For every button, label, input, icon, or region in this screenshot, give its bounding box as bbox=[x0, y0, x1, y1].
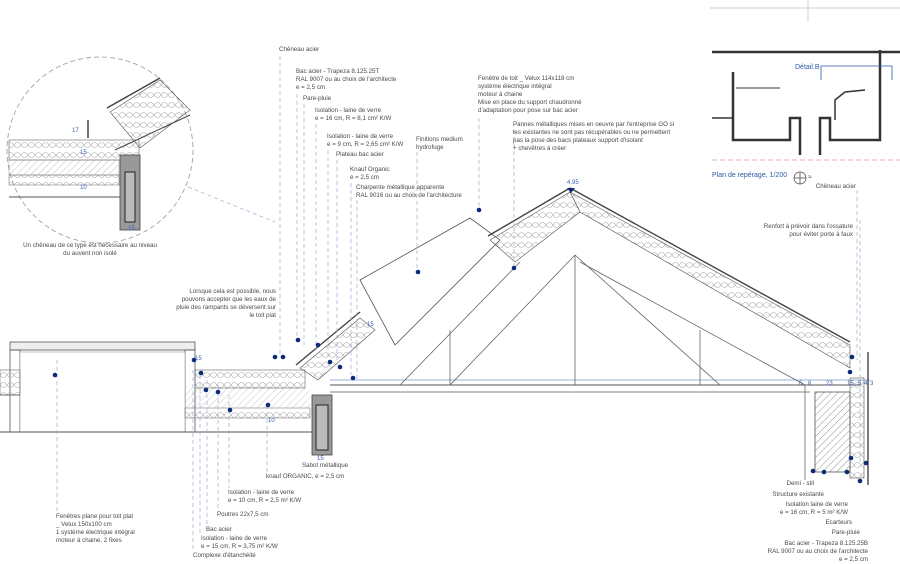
detail-dim: 10 bbox=[80, 185, 87, 191]
detail-dim: 15 bbox=[80, 150, 87, 156]
sheet-border bbox=[710, 0, 900, 22]
wall-dim: 4 bbox=[864, 381, 868, 387]
label-lorsque: Lorsque cela est possible, nous pouvons … bbox=[176, 288, 276, 319]
flat-skylight bbox=[19, 351, 186, 433]
label-pare-pluie-wall: Pare-pluie bbox=[831, 529, 860, 536]
existing-wall bbox=[814, 391, 851, 473]
detail-circle bbox=[6, 56, 276, 244]
label-plateau-bac: Plateau bac acier bbox=[336, 151, 384, 158]
detail-marker[interactable]: Détail.B bbox=[795, 64, 820, 71]
label-bac-acier-wall: Bac acier - Trapeza 8.125.25B RAL 9007 o… bbox=[767, 540, 868, 563]
flat-dim: 15 bbox=[317, 456, 324, 462]
label-renfort: Renfort à prévoir dans l'ossature pour é… bbox=[763, 223, 853, 238]
label-cheneau-acier: Chêneau acier bbox=[279, 46, 320, 53]
wall-dim: 15 bbox=[847, 381, 854, 387]
plan-title: Plan de repérage, 1/200 bbox=[712, 172, 788, 179]
roof-window bbox=[359, 217, 501, 346]
slope-dim: 15 bbox=[367, 322, 374, 328]
label-demi-stil: Demi - stil bbox=[786, 480, 815, 487]
label-ecarteurs: Ecarteurs bbox=[825, 519, 852, 526]
label-fenetre-toit: Fenêtre de toit _ Velux 114x118 cm systè… bbox=[478, 75, 582, 114]
pitched-roof bbox=[295, 187, 870, 485]
wall-dim: 23 bbox=[826, 381, 833, 387]
label-bac-acier-bottom: Bac acier bbox=[206, 526, 232, 533]
label-finitions: Finitions medium hydrofuge bbox=[416, 136, 463, 151]
wall-dim: 5 bbox=[858, 381, 862, 387]
label-cheneau-note: Un chêneau de ce type est nécessaire au … bbox=[23, 242, 157, 257]
label-isolation-9: Isolation - laine de verre e = 9 cm, R =… bbox=[327, 133, 404, 148]
label-bac-acier: Bac acier - Trapeza 8.125.25T RAL 9007 o… bbox=[296, 68, 397, 91]
wall-dim: 3 bbox=[870, 381, 874, 387]
leader-lines bbox=[56, 56, 861, 552]
label-isolation-15: Isolation - laine de verre e = 15 cm, R … bbox=[201, 535, 278, 550]
ridge-level: 4.95 bbox=[567, 180, 579, 186]
label-isolation-wall: Isolation laine de verre e = 16 cm, R = … bbox=[779, 501, 848, 516]
detail-dim: 15 bbox=[128, 226, 135, 232]
wall-dim: 6 bbox=[808, 381, 812, 387]
label-cheneau-right: Chêneau acier bbox=[815, 183, 856, 190]
flat-dim: 10 bbox=[268, 418, 275, 424]
label-pannes: Pannes métalliques mises en oeuvre par l… bbox=[513, 121, 675, 152]
label-complexe: Complexe d'étanchéité bbox=[193, 552, 256, 559]
flat-dim: 15 bbox=[195, 356, 202, 362]
label-isolation-16: Isolation - laine de verre e = 16 cm, R … bbox=[315, 107, 392, 122]
label-charpente: Charpente métallique apparente RAL 9016 … bbox=[356, 184, 462, 199]
label-structure-existante: Structure existante bbox=[772, 491, 824, 498]
truss bbox=[399, 254, 806, 386]
skylight-frame bbox=[9, 341, 196, 351]
label-fenetres-plane: Fenêtres plane pour toit plat _ Velux 15… bbox=[56, 513, 135, 544]
wall-dim: 6 bbox=[799, 381, 803, 387]
north-symbol: ≈ bbox=[808, 174, 812, 181]
label-poutres: Poutres 22x7,5 cm bbox=[217, 511, 269, 518]
site-plan-inset bbox=[712, 50, 900, 185]
flat-roof bbox=[0, 341, 333, 456]
detail-dim: 17 bbox=[72, 128, 79, 134]
callout-dots bbox=[52, 207, 869, 484]
label-pare-pluie: Pare-pluie bbox=[303, 95, 332, 102]
level-marker-icon bbox=[567, 188, 575, 193]
label-knauf-bottom: knauf ORGANIC, e = 2,5 cm bbox=[266, 473, 345, 480]
label-knauf-organic: Knauf Organic e = 2,5 cm bbox=[350, 166, 390, 181]
label-isolation-10: Isolation - laine de verre e = 10 cm, R … bbox=[228, 489, 302, 504]
label-sabot: Sabot métallique bbox=[302, 462, 349, 469]
